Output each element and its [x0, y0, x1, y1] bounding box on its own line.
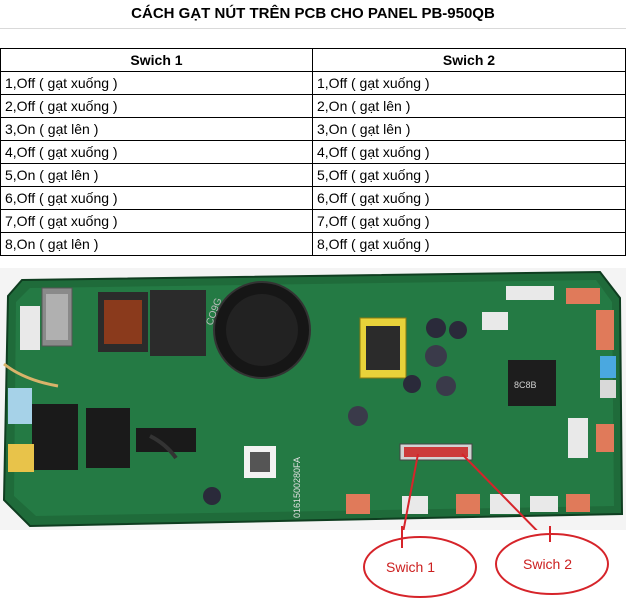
header-swich-1: Swich 1: [0, 48, 313, 72]
callout-swich-1-label: Swich 1: [386, 559, 435, 575]
table-row: 3,On ( gạt lên ) 3,On ( gạt lên ): [0, 117, 626, 141]
board-label-serial: 0161500280FA: [292, 457, 302, 518]
swich-2-cell: 1,Off ( gạt xuống ): [312, 71, 626, 95]
swich-1-cell: 2,Off ( gạt xuống ): [0, 94, 313, 118]
swich-1-cell: 8,On ( gạt lên ): [0, 232, 313, 256]
swich-2-cell: 8,Off ( gạt xuống ): [312, 232, 626, 256]
swich-2-cell: 4,Off ( gạt xuống ): [312, 140, 626, 164]
table-row: 5,On ( gạt lên ) 5,Off ( gạt xuống ): [0, 163, 626, 187]
swich-2-cell: 5,Off ( gạt xuống ): [312, 163, 626, 187]
callout-swich-1: [363, 536, 477, 598]
relay: [32, 404, 78, 470]
swich-1-cell: 7,Off ( gạt xuống ): [0, 209, 313, 233]
board-label-chip: 8C8B: [514, 380, 537, 390]
swich-1-cell: 5,On ( gạt lên ): [0, 163, 313, 187]
table-row: 7,Off ( gạt xuống ) 7,Off ( gạt xuống ): [0, 209, 626, 233]
page-title: CÁCH GẠT NÚT TRÊN PCB CHO PANEL PB-950QB: [131, 5, 495, 22]
header-swich-2: Swich 2: [312, 48, 626, 72]
swich-1-cell: 6,Off ( gạt xuống ): [0, 186, 313, 210]
swich-1-cell: 4,Off ( gạt xuống ): [0, 140, 313, 164]
swich-2-cell: 3,On ( gạt lên ): [312, 117, 626, 141]
swich-2-cell: 7,Off ( gạt xuống ): [312, 209, 626, 233]
pcb-photo: CO9G 8C8B: [0, 268, 626, 530]
swich-1-cell: 1,Off ( gạt xuống ): [0, 71, 313, 95]
table-header-row: Swich 1 Swich 2: [0, 48, 626, 72]
callout-swich-2: [495, 533, 609, 595]
switch-table: Swich 1 Swich 2 1,Off ( gạt xuống ) 1,Of…: [0, 48, 626, 256]
table-row: 1,Off ( gạt xuống ) 1,Off ( gạt xuống ): [0, 71, 626, 95]
callout-layer: Swich 1 Swich 2: [363, 526, 609, 598]
ic-chip: [508, 360, 556, 406]
swich-2-cell: 2,On ( gạt lên ): [312, 94, 626, 118]
swich-1-cell: 3,On ( gạt lên ): [0, 117, 313, 141]
table-row: 8,On ( gạt lên ) 8,Off ( gạt xuống ): [0, 232, 626, 256]
pointer-swich-1: [402, 453, 419, 530]
pointer-swich-2: [461, 453, 538, 530]
callout-swich-2-label: Swich 2: [523, 556, 572, 572]
table-row: 2,Off ( gạt xuống ) 2,On ( gạt lên ): [0, 94, 626, 118]
table-row: 6,Off ( gạt xuống ) 6,Off ( gạt xuống ): [0, 186, 626, 210]
swich-2-cell: 6,Off ( gạt xuống ): [312, 186, 626, 210]
pcb-illustration: CO9G 8C8B: [2, 270, 624, 530]
table-row: 4,Off ( gạt xuống ) 4,Off ( gạt xuống ): [0, 140, 626, 164]
sheet-gridline: [0, 28, 626, 29]
